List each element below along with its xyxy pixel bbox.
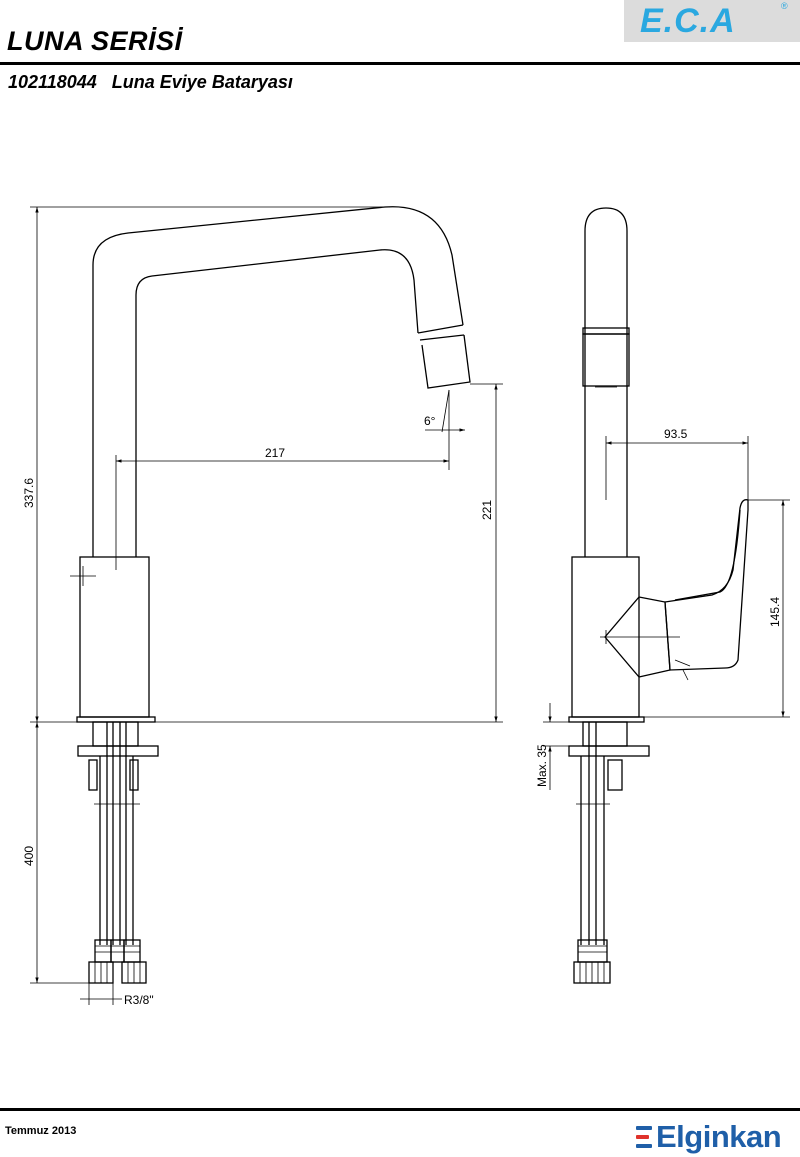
product-code: 102118044 — [8, 72, 97, 92]
dim-counter-thickness: Max. 35 — [535, 744, 549, 787]
eca-logo: E.C.A — [640, 2, 736, 40]
dim-thread: R3/8" — [124, 993, 154, 1007]
footer-rule — [0, 1108, 800, 1111]
series-title: LUNA SERİSİ — [7, 26, 183, 56]
elginkan-mark-icon — [636, 1126, 652, 1150]
dim-hose-length: 400 — [22, 846, 36, 866]
dim-spout-angle: 6° — [424, 414, 436, 428]
header-rule — [0, 62, 800, 65]
date-label: Temmuz 2013 — [5, 1125, 77, 1137]
front-view — [70, 206, 471, 984]
product-line: 102118044 Luna Eviye Bataryası — [8, 72, 293, 93]
dim-spout-reach: 217 — [265, 446, 285, 460]
brand-box — [624, 0, 800, 42]
dim-spout-height: 221 — [480, 500, 494, 520]
registered-mark: ® — [781, 1, 788, 11]
product-name: Luna Eviye Bataryası — [111, 72, 293, 92]
company-name: Elginkan — [656, 1119, 782, 1154]
front-dimensions — [30, 206, 503, 1005]
dim-total-height: 337.6 — [22, 478, 36, 508]
side-view — [568, 207, 749, 984]
side-dimensions — [543, 436, 790, 790]
dim-lever-reach: 93.5 — [664, 427, 688, 441]
dim-lever-height: 145.4 — [768, 597, 782, 627]
